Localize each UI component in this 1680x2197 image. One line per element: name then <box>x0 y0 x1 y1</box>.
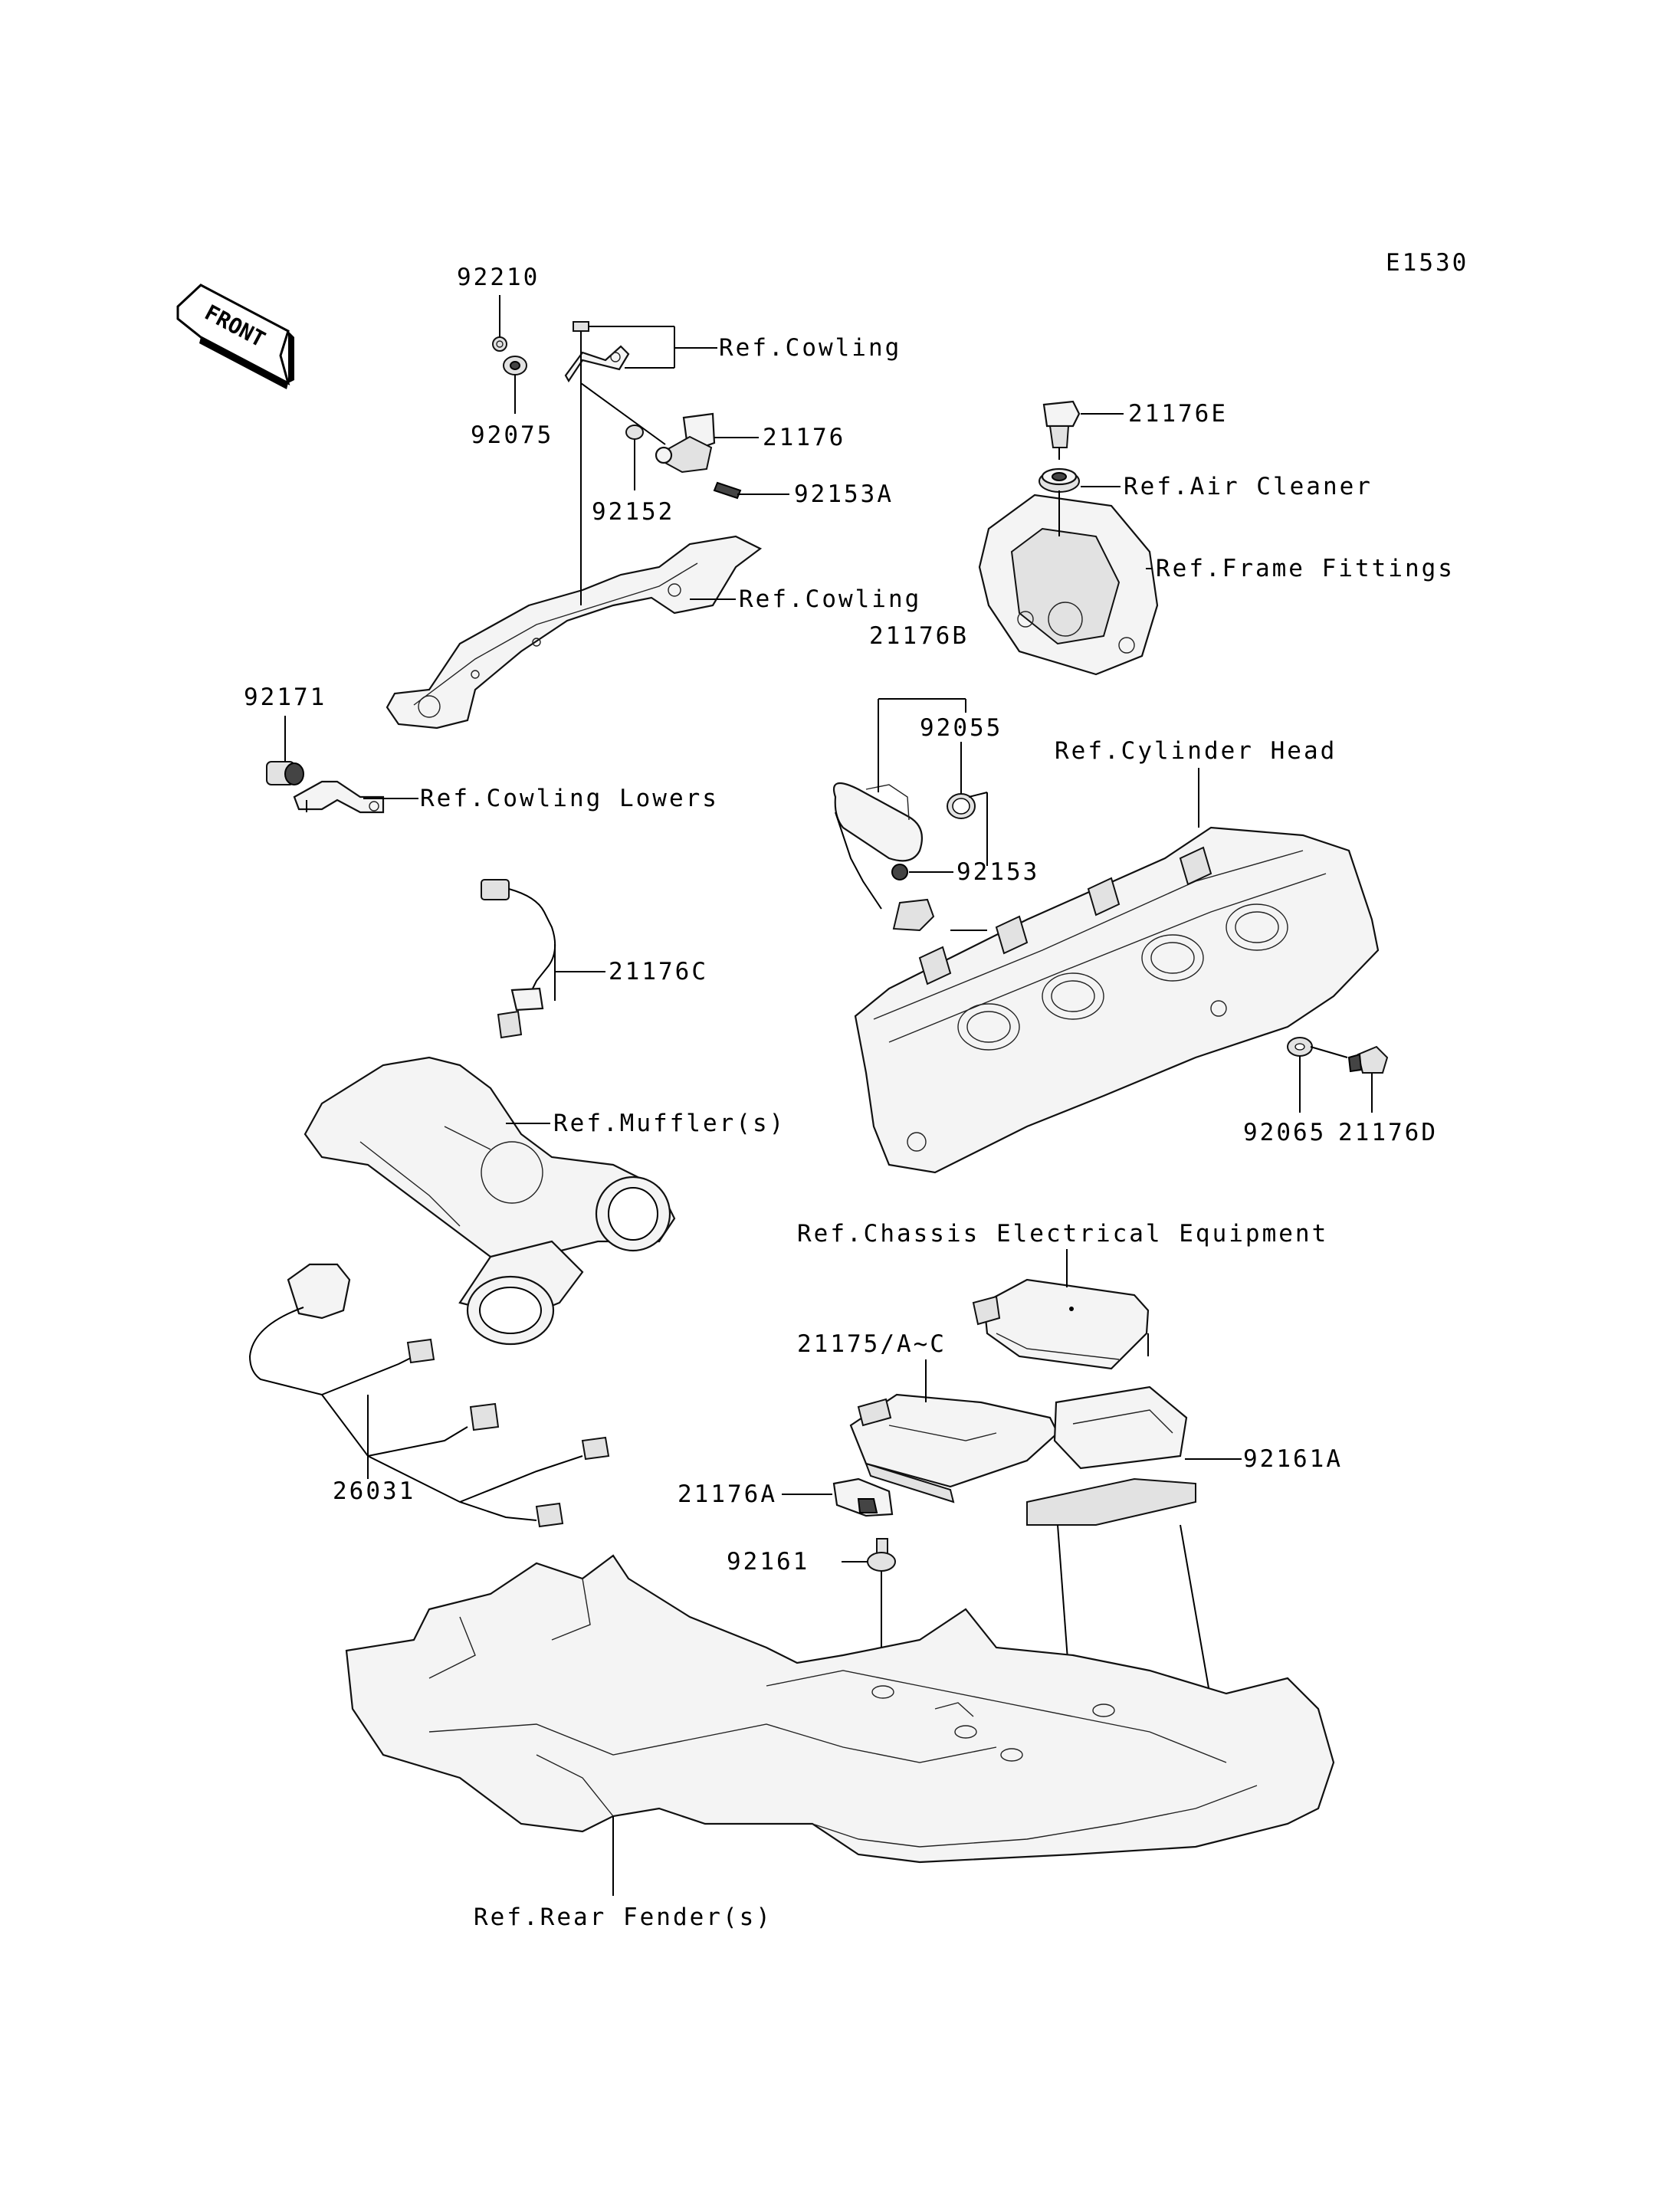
frame-fitting-bracket <box>978 494 1159 676</box>
label-26031: 26031 <box>333 1477 415 1505</box>
part-21176E-sensor <box>1042 400 1081 460</box>
part-92065-washer <box>1287 1037 1313 1057</box>
label-ref-muffler: Ref.Muffler(s) <box>553 1110 786 1137</box>
upper-frame-bracket <box>386 535 763 730</box>
leaders-top-left <box>499 295 789 605</box>
label-ref-frame-fittings: Ref.Frame Fittings <box>1156 555 1455 582</box>
part-26031-harness <box>248 1263 610 1528</box>
ecu-chassis-electrical <box>972 1278 1150 1370</box>
part-92055-oring <box>947 793 976 819</box>
label-92065: 92065 <box>1243 1119 1326 1146</box>
part-92161-damper <box>867 1538 896 1572</box>
part-21176B-sensor <box>833 782 935 932</box>
label-92152: 92152 <box>592 498 674 526</box>
leaders-cylinder-head <box>1198 768 1373 1113</box>
label-ref-cowling-mid: Ref.Cowling <box>739 585 921 613</box>
label-92161A: 92161A <box>1243 1445 1343 1473</box>
part-92075-damper <box>503 356 527 375</box>
label-ref-rear-fender: Ref.Rear Fender(s) <box>474 1904 773 1931</box>
part-21176C-o2-sensor <box>481 879 556 1039</box>
diagram-code: E1530 <box>1386 249 1468 277</box>
leaders-21176C <box>506 944 605 1124</box>
label-21176B: 21176B <box>869 622 969 650</box>
part-92171-sensor <box>266 761 304 785</box>
part-21176-sensor <box>655 412 716 474</box>
label-21176C: 21176C <box>609 958 708 985</box>
leaders-21176B <box>878 698 988 931</box>
label-92161: 92161 <box>727 1548 809 1576</box>
cylinder-head <box>854 826 1380 1174</box>
label-21176A: 21176A <box>678 1481 777 1508</box>
label-92055: 92055 <box>920 714 1002 742</box>
front-arrow-icon: FRONT <box>176 284 294 389</box>
label-ref-cowling-lowers: Ref.Cowling Lowers <box>420 785 719 812</box>
label-92153: 92153 <box>956 858 1039 886</box>
label-21176E: 21176E <box>1128 400 1228 428</box>
bolt-cowling <box>573 321 589 345</box>
part-92153A-bolt <box>713 481 742 500</box>
leaders-top-right <box>1058 413 1153 569</box>
label-ref-cowling-top: Ref.Cowling <box>719 334 901 362</box>
part-92153-bolt <box>891 864 908 880</box>
label-92171: 92171 <box>244 684 326 711</box>
label-ref-cylinder-head: Ref.Cylinder Head <box>1055 737 1337 765</box>
part-21176A-sensor <box>832 1477 894 1517</box>
bracket-cowling-lowers <box>293 780 385 814</box>
part-21175-ecu <box>849 1393 1059 1503</box>
label-21175: 21175/A~C <box>797 1330 947 1358</box>
part-92161A-cover <box>1026 1385 1196 1526</box>
muffler-exhaust <box>304 1056 676 1346</box>
label-ref-chassis-electrical: Ref.Chassis Electrical Equipment <box>797 1220 1328 1248</box>
part-21176D-sensor <box>1347 1045 1389 1074</box>
grommet-air-cleaner <box>1039 467 1080 493</box>
bracket-cowling-small <box>564 345 630 383</box>
label-21176: 21176 <box>763 424 845 451</box>
leaders-92171 <box>284 716 418 799</box>
label-92153A: 92153A <box>794 480 894 508</box>
label-92075: 92075 <box>471 421 553 449</box>
rear-fender <box>345 1554 1335 1864</box>
label-ref-air-cleaner: Ref.Air Cleaner <box>1124 473 1373 500</box>
part-92210-nut <box>492 336 507 352</box>
label-92210: 92210 <box>457 264 540 291</box>
label-21176D: 21176D <box>1338 1119 1438 1146</box>
